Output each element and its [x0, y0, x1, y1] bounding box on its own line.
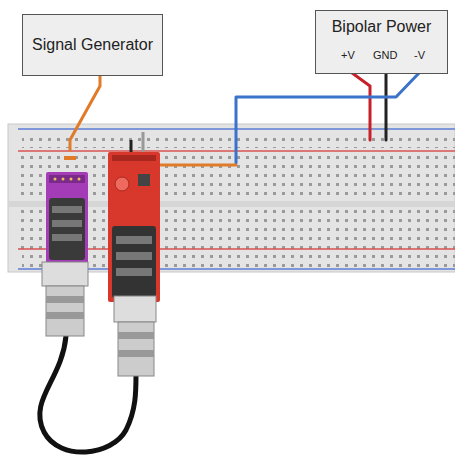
audio-plug — [114, 296, 156, 322]
component — [115, 177, 129, 191]
instrument-box: Signal Generator — [22, 14, 163, 76]
box-title: Bipolar Power — [332, 17, 432, 36]
audio-plug — [118, 322, 154, 376]
rail-holes — [22, 132, 455, 148]
audio-plug — [42, 262, 88, 286]
signal-wire — [70, 76, 100, 150]
power-supply-box: Bipolar Power — [315, 10, 448, 74]
terminal-label: -V — [414, 49, 425, 61]
chip — [138, 174, 150, 186]
audio-jack — [49, 198, 85, 260]
breadboard — [8, 124, 455, 272]
purple-breakout-board — [46, 172, 88, 268]
audio-jack — [112, 226, 156, 298]
positive-wire — [348, 64, 370, 140]
terminal-label: GND — [373, 49, 397, 61]
negative-wire — [236, 64, 420, 163]
box-title: Signal Generator — [32, 35, 153, 54]
pin-header — [49, 175, 85, 183]
pin-header — [112, 155, 156, 161]
wire-end — [64, 156, 76, 160]
audio-plug — [46, 286, 84, 336]
ground-wire — [385, 64, 388, 140]
red-breakout-board — [108, 152, 160, 302]
terminal-label: +V — [341, 49, 355, 61]
